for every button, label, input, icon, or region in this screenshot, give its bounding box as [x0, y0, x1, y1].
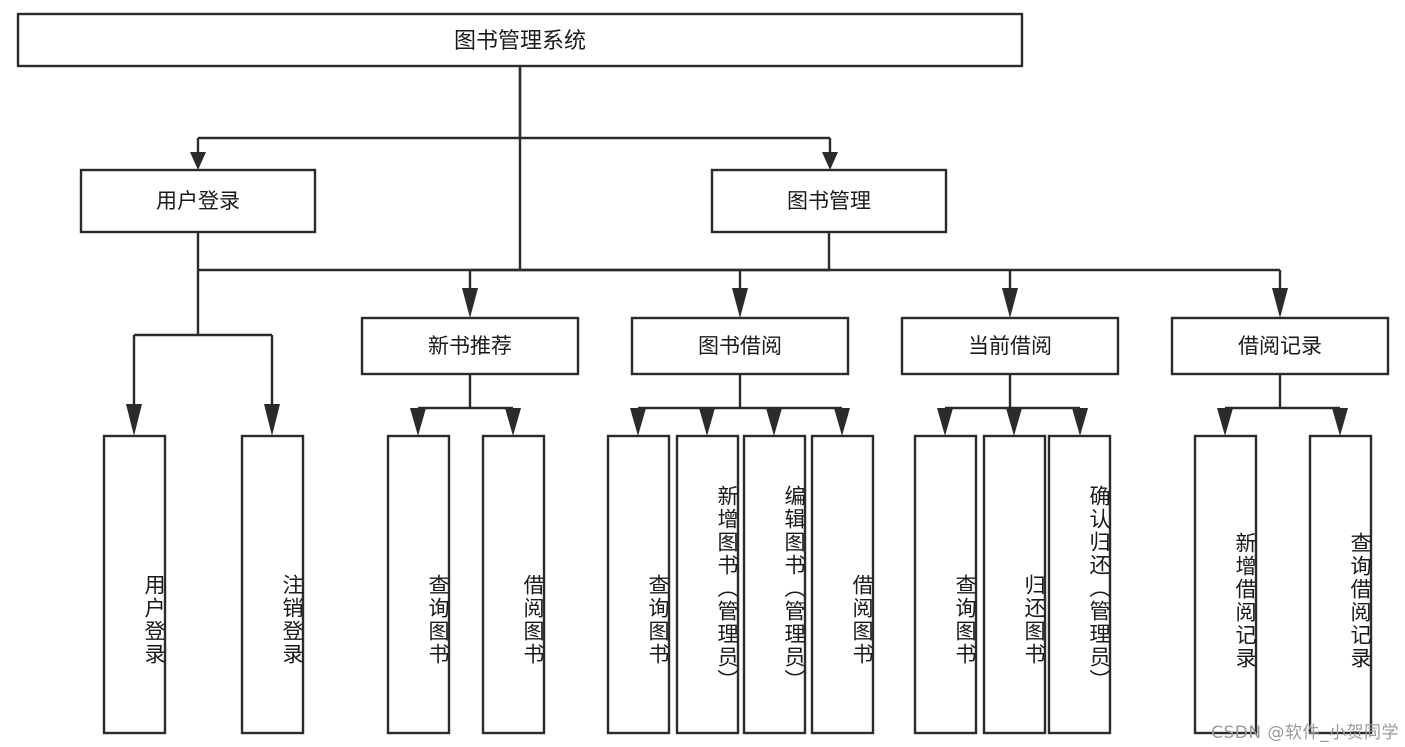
node-borrow-record-box[interactable]: [1170, 316, 1390, 376]
node-current-borrow[interactable]: 当前借阅: [900, 316, 1120, 376]
node-new-book-recommend[interactable]: 新书推荐: [360, 316, 580, 376]
arrow-to-leaf-query-record: [1332, 408, 1348, 436]
node-root-label: 图书管理系统: [454, 29, 586, 54]
node-leaf-return-book-box[interactable]: [982, 434, 1047, 735]
node-leaf-user-login-box[interactable]: [102, 434, 167, 735]
connector-group-book-manage: [462, 232, 1288, 318]
connector-group-borrow-record: [1217, 374, 1348, 436]
node-user-login-box[interactable]: [79, 168, 317, 234]
arrow-to-leaf-query-book-1: [410, 408, 426, 436]
arrow-to-leaf-borrow-book-2: [834, 408, 850, 436]
connector-group-user-login: [126, 232, 280, 436]
arrow-to-book-borrow: [732, 288, 748, 318]
node-leaf-query-book-2-box[interactable]: [606, 434, 671, 735]
connector-group-root: [198, 66, 830, 272]
arrow-to-leaf-add-book: [699, 408, 715, 436]
arrow-to-leaf-return-book: [1006, 408, 1022, 436]
node-root-system[interactable]: 图书管理系统: [16, 12, 1024, 68]
node-current-borrow-box[interactable]: [900, 316, 1120, 376]
arrow-to-leaf-user-login: [126, 404, 142, 436]
arrow-to-user-login: [190, 152, 206, 170]
node-leaf-query-book-3-box[interactable]: [913, 434, 978, 735]
node-book-manage-label: 图书管理: [787, 189, 871, 213]
node-user-login-label: 用户登录: [156, 189, 240, 213]
node-new-book-recommend-box[interactable]: [360, 316, 580, 376]
arrow-to-leaf-edit-book: [766, 408, 782, 436]
node-borrow-record-label: 借阅记录: [1238, 334, 1322, 358]
node-book-manage-box[interactable]: [710, 168, 948, 234]
connector-group-new-book-rec: [410, 374, 521, 436]
arrow-to-leaf-query-book-3: [937, 408, 953, 436]
node-borrow-record[interactable]: 借阅记录: [1170, 316, 1390, 376]
node-new-book-recommend-label: 新书推荐: [428, 334, 512, 358]
arrow-to-leaf-confirm-return: [1072, 408, 1088, 436]
connector-root-real: [190, 66, 838, 170]
arrow-to-book-manage: [822, 152, 838, 170]
node-leaf-confirm-return-box[interactable]: [1047, 434, 1112, 735]
arrow-to-leaf-query-book-2: [630, 408, 646, 436]
connector-group-current-borrow: [937, 374, 1088, 436]
csdn-watermark: CSDN @软件_小贺同学: [1211, 723, 1399, 743]
node-book-borrow[interactable]: 图书借阅: [630, 316, 850, 376]
node-leaf-add-record-box[interactable]: [1193, 434, 1258, 735]
arrow-to-current-borrow: [1002, 288, 1018, 318]
arrow-to-new-book-rec: [462, 288, 478, 318]
node-leaf-borrow-book-1-box[interactable]: [481, 434, 546, 735]
node-current-borrow-label: 当前借阅: [968, 334, 1052, 358]
node-leaf-edit-book-box[interactable]: [742, 434, 807, 735]
arrow-to-borrow-record: [1272, 288, 1288, 318]
node-root-box[interactable]: [16, 12, 1024, 68]
node-user-login[interactable]: 用户登录: [79, 168, 317, 234]
node-leaf-logout-box[interactable]: [240, 434, 305, 735]
node-leaf-query-book-1-box[interactable]: [386, 434, 451, 735]
connector-group-book-borrow: [630, 374, 850, 436]
node-leaf-borrow-book-2-box[interactable]: [810, 434, 875, 735]
arrow-to-leaf-logout: [264, 404, 280, 436]
arrow-to-leaf-borrow-book-1: [505, 408, 521, 436]
node-book-borrow-box[interactable]: [630, 316, 850, 376]
node-leaf-add-book-box[interactable]: [675, 434, 740, 735]
node-leaf-query-record-box[interactable]: [1308, 434, 1373, 735]
node-book-manage[interactable]: 图书管理: [710, 168, 948, 234]
node-book-borrow-label: 图书借阅: [698, 334, 782, 358]
arrow-to-leaf-add-record: [1217, 408, 1233, 436]
